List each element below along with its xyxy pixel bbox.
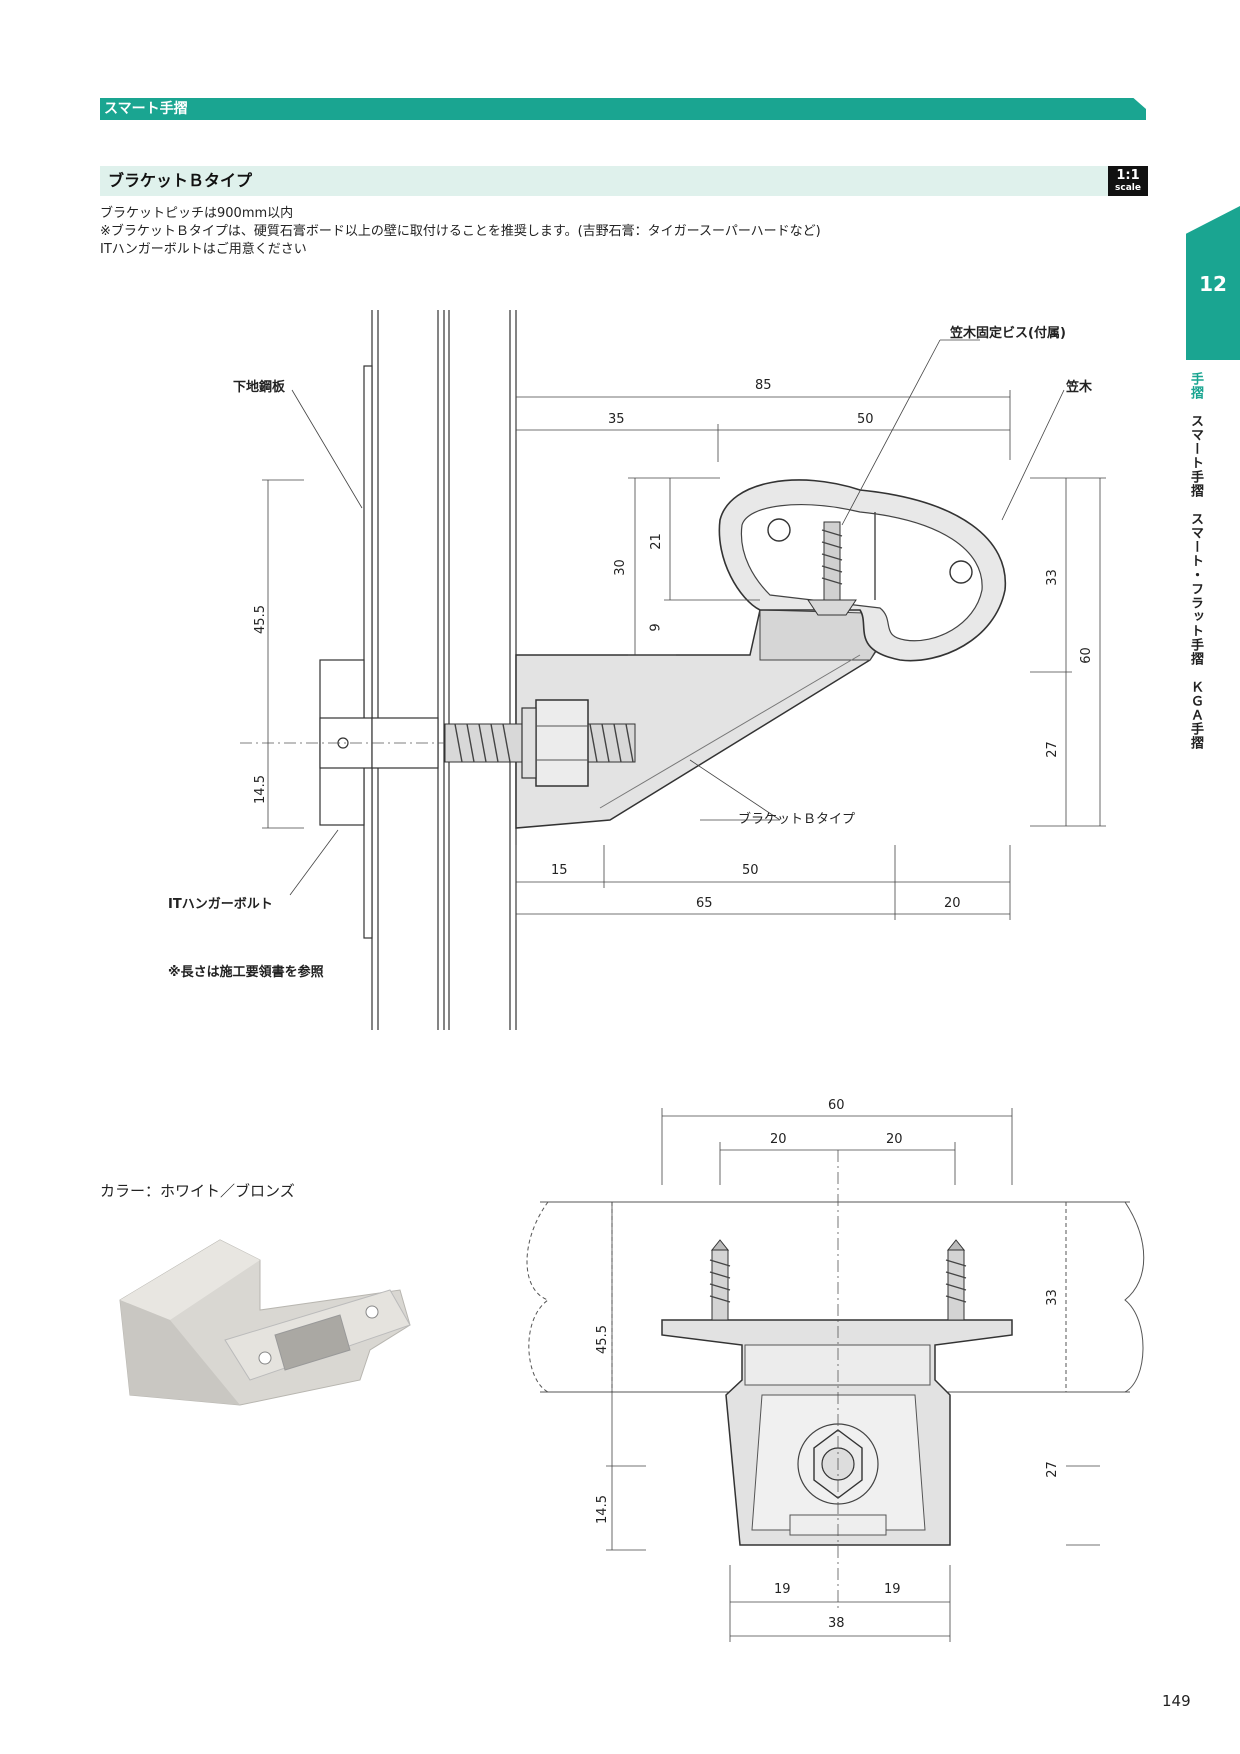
- dim-front-14-5: 14.5: [594, 1495, 610, 1524]
- dim-front-19-right: 19: [884, 1582, 901, 1597]
- scale-badge: 1:1 scale: [1108, 166, 1148, 196]
- chapter-number: 12: [1199, 272, 1227, 296]
- dim-50-bottom: 50: [742, 863, 759, 878]
- label-length-note: ※長さは施工要領書を参照: [168, 965, 324, 980]
- label-hanger-bolt: ITハンガーボルト: [168, 897, 273, 912]
- label-rail: 笠木: [1066, 380, 1093, 395]
- chapter-tab[interactable]: 12: [1186, 206, 1240, 360]
- dim-front-33: 33: [1044, 1289, 1060, 1306]
- dim-front-19-left: 19: [774, 1582, 791, 1597]
- label-bracket: ブラケットＢタイプ: [738, 812, 856, 827]
- dim-front-38: 38: [828, 1616, 845, 1631]
- page-number: 149: [1162, 1692, 1191, 1710]
- dim-65: 65: [696, 896, 713, 911]
- dim-front-20-left: 20: [770, 1132, 787, 1147]
- chapter-index-list: スマート手摺 スマート・フラット手摺 ＫＧＡ手摺: [1188, 414, 1203, 750]
- dim-front-45-5: 45.5: [594, 1325, 610, 1354]
- label-steel-plate: 下地鋼板: [233, 380, 286, 395]
- chapter-index-current: 手摺: [1188, 372, 1203, 400]
- note-hanger: ITハンガーボルトはご用意ください: [100, 242, 307, 257]
- dim-35: 35: [608, 412, 625, 427]
- bracket-photo: [119, 1239, 411, 1406]
- dim-20: 20: [944, 896, 961, 911]
- section-title: ブラケットＢタイプ: [100, 166, 1108, 196]
- dim-50-top: 50: [857, 412, 874, 427]
- note-pitch: ブラケットピッチは900mm以内: [100, 206, 294, 221]
- chapter-index: 手摺 スマート手摺 スマート・フラット手摺 ＫＧＡ手摺: [1184, 372, 1206, 750]
- header-band: スマート手摺: [100, 98, 1146, 120]
- dim-front-27: 27: [1044, 1461, 1060, 1478]
- label-screw: 笠木固定ビス(付属): [950, 326, 1066, 341]
- note-wall: ※ブラケットＢタイプは、硬質石膏ボード以上の壁に取付けることを推奨します。(吉野…: [100, 224, 821, 239]
- dim-front-20-right: 20: [886, 1132, 903, 1147]
- color-label: カラー：ホワイト／ブロンズ: [100, 1182, 295, 1200]
- dim-front-60: 60: [828, 1098, 845, 1113]
- scale-ratio: 1:1: [1116, 168, 1140, 183]
- dim-15: 15: [551, 863, 568, 878]
- dim-85: 85: [755, 378, 772, 393]
- scale-word: scale: [1115, 183, 1141, 193]
